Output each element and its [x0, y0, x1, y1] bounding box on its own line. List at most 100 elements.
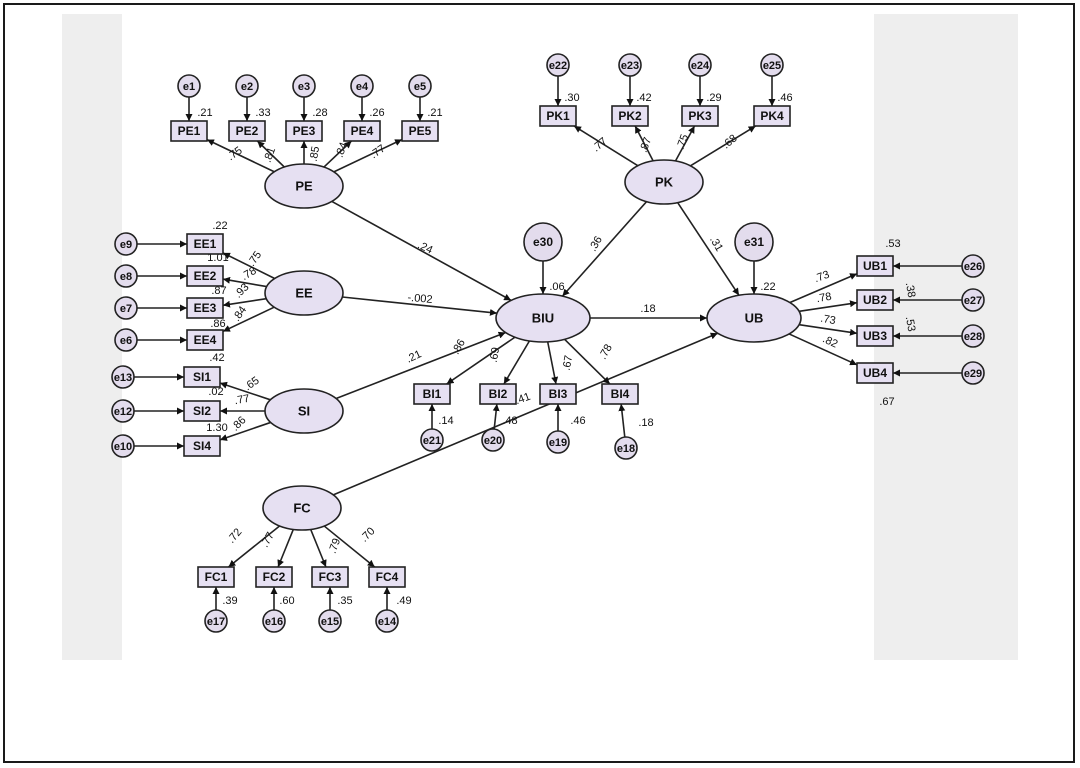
latent-pe: PE — [264, 163, 344, 209]
error-label-e23: e23 — [621, 60, 639, 72]
loading-value-pe1: .75 — [225, 145, 244, 164]
indicator-label-pe3: PE3 — [293, 124, 316, 138]
indicator-bi4: BI4 — [601, 383, 639, 405]
r2-value-fc3: .35 — [337, 595, 352, 607]
error-term-e24: e24 — [688, 53, 712, 77]
loading-value-bi2: .69 — [488, 346, 502, 363]
indicator-label-ub3: UB3 — [863, 329, 887, 343]
loading-value-ub2: .78 — [815, 291, 832, 305]
error-label-e17: e17 — [207, 616, 225, 628]
loading-arrow-pk4 — [690, 125, 757, 167]
loading-value-bi3: .67 — [561, 354, 575, 371]
error-term-e1: e1 — [177, 74, 201, 98]
error-term-e12: e12 — [111, 399, 135, 423]
indicator-ub4: UB4 — [856, 362, 894, 384]
loading-arrow-pk2 — [634, 125, 654, 162]
r2-value-bi3: .46 — [570, 415, 585, 427]
error-term-e8: e8 — [114, 264, 138, 288]
error-label-e10: e10 — [114, 441, 132, 453]
r2-value-fc4: .49 — [396, 595, 411, 607]
r2-value-ub: .22 — [760, 281, 775, 293]
loading-arrow-pk3 — [674, 125, 696, 162]
loading-value-pk3: .75 — [675, 133, 692, 151]
error-label-e4: e4 — [356, 81, 369, 93]
error-label-e6: e6 — [120, 335, 132, 347]
error-term-e27: e27 — [961, 288, 985, 312]
indicator-label-ee3: EE3 — [194, 301, 217, 315]
r2-value-bi1: .14 — [438, 415, 453, 427]
loading-arrow-ee4 — [222, 306, 275, 333]
error-term-e16: e16 — [262, 609, 286, 633]
error-arrow-e18 — [618, 403, 626, 438]
loading-value-pe3: .85 — [308, 145, 322, 162]
path-coef-si-biu: .21 — [404, 348, 423, 365]
indicator-label-fc1: FC1 — [205, 570, 228, 584]
latent-fc: FC — [262, 485, 342, 531]
error-label-e28: e28 — [964, 331, 982, 343]
latent-label-si: SI — [298, 403, 310, 418]
error-label-e19: e19 — [549, 437, 567, 449]
error-term-e14: e14 — [375, 609, 399, 633]
loading-arrow-fc1 — [227, 525, 281, 568]
indicator-pk3: PK3 — [681, 105, 719, 127]
r2-value-pk2: .42 — [636, 92, 651, 104]
indicator-ub3: UB3 — [856, 325, 894, 347]
path-coef-ee-biu: -.002 — [407, 292, 433, 306]
indicator-label-ub4: UB4 — [863, 366, 887, 380]
loading-arrow-bi1 — [446, 336, 516, 385]
indicator-pk2: PK2 — [611, 105, 649, 127]
error-term-e10: e10 — [111, 434, 135, 458]
loading-value-ub1: .73 — [813, 269, 831, 286]
r2-value-pk3: .29 — [706, 92, 721, 104]
indicator-ub2: UB2 — [856, 289, 894, 311]
loading-arrow-fc2 — [277, 529, 295, 568]
loading-value-si1: .65 — [242, 375, 261, 394]
loading-arrow-pe5 — [333, 138, 403, 173]
indicator-label-pe5: PE5 — [409, 124, 432, 138]
error-term-e20: e20 — [481, 428, 505, 452]
indicator-label-si2: SI2 — [193, 404, 211, 418]
loading-arrow-pk1 — [573, 125, 639, 167]
indicator-label-bi4: BI4 — [611, 387, 630, 401]
error-label-e13: e13 — [114, 372, 132, 384]
error-term-e5: e5 — [408, 74, 432, 98]
loading-value-fc3: .79 — [327, 537, 344, 555]
error-term-e30: e30 — [523, 222, 563, 262]
r2-value-pe1: .21 — [197, 107, 212, 119]
error-label-e8: e8 — [120, 271, 132, 283]
indicator-label-pk4: PK4 — [760, 109, 784, 123]
indicator-label-ee2: EE2 — [194, 269, 217, 283]
indicator-bi2: BI2 — [479, 383, 517, 405]
indicator-label-pe2: PE2 — [236, 124, 259, 138]
path-coef-biu-ub: .18 — [640, 303, 655, 315]
latent-pk: PK — [624, 159, 704, 205]
error-label-e29: e29 — [964, 368, 982, 380]
error-term-e3: e3 — [292, 74, 316, 98]
loading-value-bi4: .78 — [597, 342, 615, 361]
loading-arrow-bi2 — [503, 340, 531, 385]
r2-value-si4: 1.30 — [206, 422, 227, 434]
error-term-e6: e6 — [114, 328, 138, 352]
loading-value-pk2: .87 — [638, 136, 655, 154]
path-coef-fc-ub: .41 — [514, 391, 532, 408]
error-label-e30: e30 — [533, 235, 553, 249]
error-term-e7: e7 — [114, 296, 138, 320]
indicator-label-bi2: BI2 — [489, 387, 508, 401]
indicator-pe5: PE5 — [401, 120, 439, 142]
loading-arrow-ee3 — [222, 297, 267, 308]
latent-ub: UB — [706, 293, 802, 343]
loading-arrow-ub2 — [799, 300, 858, 313]
error-label-e7: e7 — [120, 303, 132, 315]
error-label-e14: e14 — [378, 616, 397, 628]
error-label-e31: e31 — [744, 235, 764, 249]
loading-arrow-fc4 — [323, 525, 376, 568]
indicator-si4: SI4 — [183, 435, 221, 457]
latent-biu: BIU — [495, 293, 591, 343]
loading-arrow-pe1 — [206, 138, 275, 173]
path-coef-pe-biu: .24 — [416, 239, 435, 256]
error-term-e22: e22 — [546, 53, 570, 77]
loading-value-pk4: .68 — [720, 132, 739, 151]
indicator-label-fc2: FC2 — [263, 570, 286, 584]
indicator-label-fc3: FC3 — [319, 570, 342, 584]
indicator-label-ub2: UB2 — [863, 293, 887, 307]
